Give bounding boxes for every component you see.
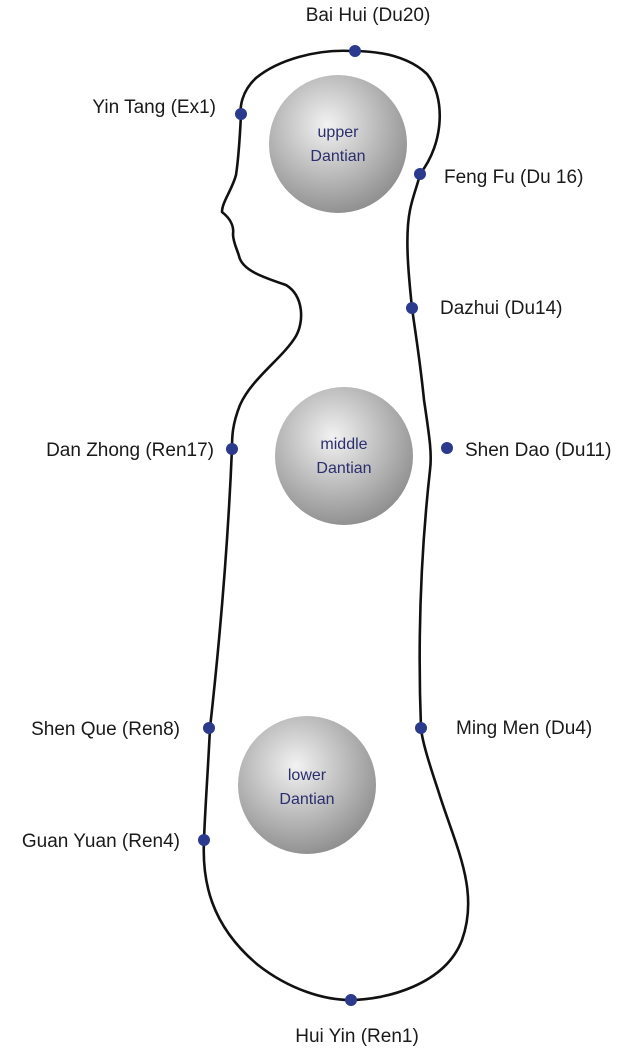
dantian-upper-sphere [269,75,407,213]
acupoint-shen-que-label: Shen Que (Ren8) [31,719,180,740]
acupoint-dazhui: Dazhui (Du14) [406,298,563,319]
dantian-lower-line1: lower [288,767,327,784]
acupoint-bai-hui-dot [349,45,361,57]
acupoint-dan-zhong: Dan Zhong (Ren17) [46,440,238,461]
dantian-lower-line2: Dantian [279,791,334,808]
acupoint-shen-dao: Shen Dao (Du11) [441,440,611,461]
acupoint-shen-que-dot [203,722,215,734]
acupoint-ming-men-dot [415,722,427,734]
acupoint-hui-yin: Hui Yin (Ren1) [295,994,419,1047]
acupoint-bai-hui: Bai Hui (Du20) [306,5,431,57]
dantian-lower: lower Dantian [238,716,376,854]
dantian-middle: middle Dantian [275,387,413,525]
acupoint-dazhui-label: Dazhui (Du14) [440,298,563,319]
acupoint-dazhui-dot [406,302,418,314]
dantian-upper: upper Dantian [269,75,407,213]
acupoint-guan-yuan-label: Guan Yuan (Ren4) [22,831,180,852]
acupoint-yin-tang: Yin Tang (Ex1) [92,97,247,120]
acupoint-guan-yuan: Guan Yuan (Ren4) [22,831,210,852]
acupoint-hui-yin-dot [345,994,357,1006]
dantian-middle-line2: Dantian [316,460,371,477]
acupoint-feng-fu-label: Feng Fu (Du 16) [444,167,583,188]
acupoint-feng-fu-dot [414,168,426,180]
dantian-lower-sphere [238,716,376,854]
dantian-middle-sphere [275,387,413,525]
acupoint-ming-men-label: Ming Men (Du4) [456,718,592,739]
acupoint-dan-zhong-dot [226,443,238,455]
acupoint-shen-dao-label: Shen Dao (Du11) [465,440,611,461]
acupoint-shen-que: Shen Que (Ren8) [31,719,215,740]
dantian-upper-line1: upper [318,124,360,141]
acupoint-dan-zhong-label: Dan Zhong (Ren17) [46,440,214,461]
acupoint-feng-fu: Feng Fu (Du 16) [414,167,583,188]
acupoint-hui-yin-label: Hui Yin (Ren1) [295,1026,419,1047]
acupoint-yin-tang-dot [235,108,247,120]
acupoint-shen-dao-dot [441,442,453,454]
acupoint-bai-hui-label: Bai Hui (Du20) [306,5,431,26]
acupoint-ming-men: Ming Men (Du4) [415,718,592,739]
acupoint-yin-tang-label: Yin Tang (Ex1) [92,97,216,118]
acupoint-guan-yuan-dot [198,834,210,846]
body-silhouette-outline [202,49,470,1002]
dantian-middle-line1: middle [320,436,367,453]
dantian-upper-line2: Dantian [310,148,365,165]
